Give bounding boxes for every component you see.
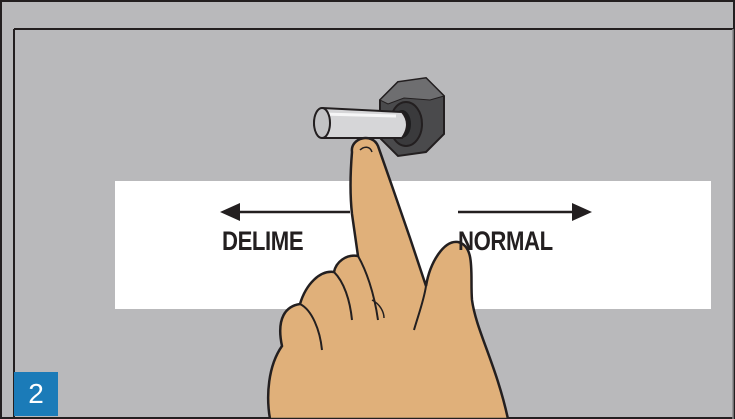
delime-label: DELIME <box>222 226 303 257</box>
step-number-badge: 2 <box>14 372 58 416</box>
normal-label: NORMAL <box>458 226 553 257</box>
